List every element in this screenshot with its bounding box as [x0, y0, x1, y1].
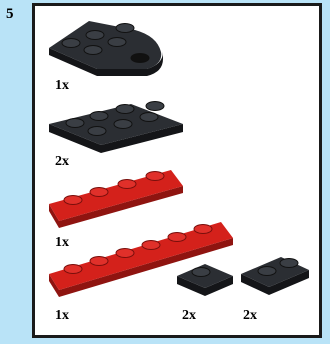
black-small-plate-icon — [35, 6, 325, 341]
parts-list-panel: 1x 2x 1x — [32, 3, 322, 338]
quantity-label: 2x — [243, 308, 257, 324]
step-number: 5 — [6, 6, 14, 23]
